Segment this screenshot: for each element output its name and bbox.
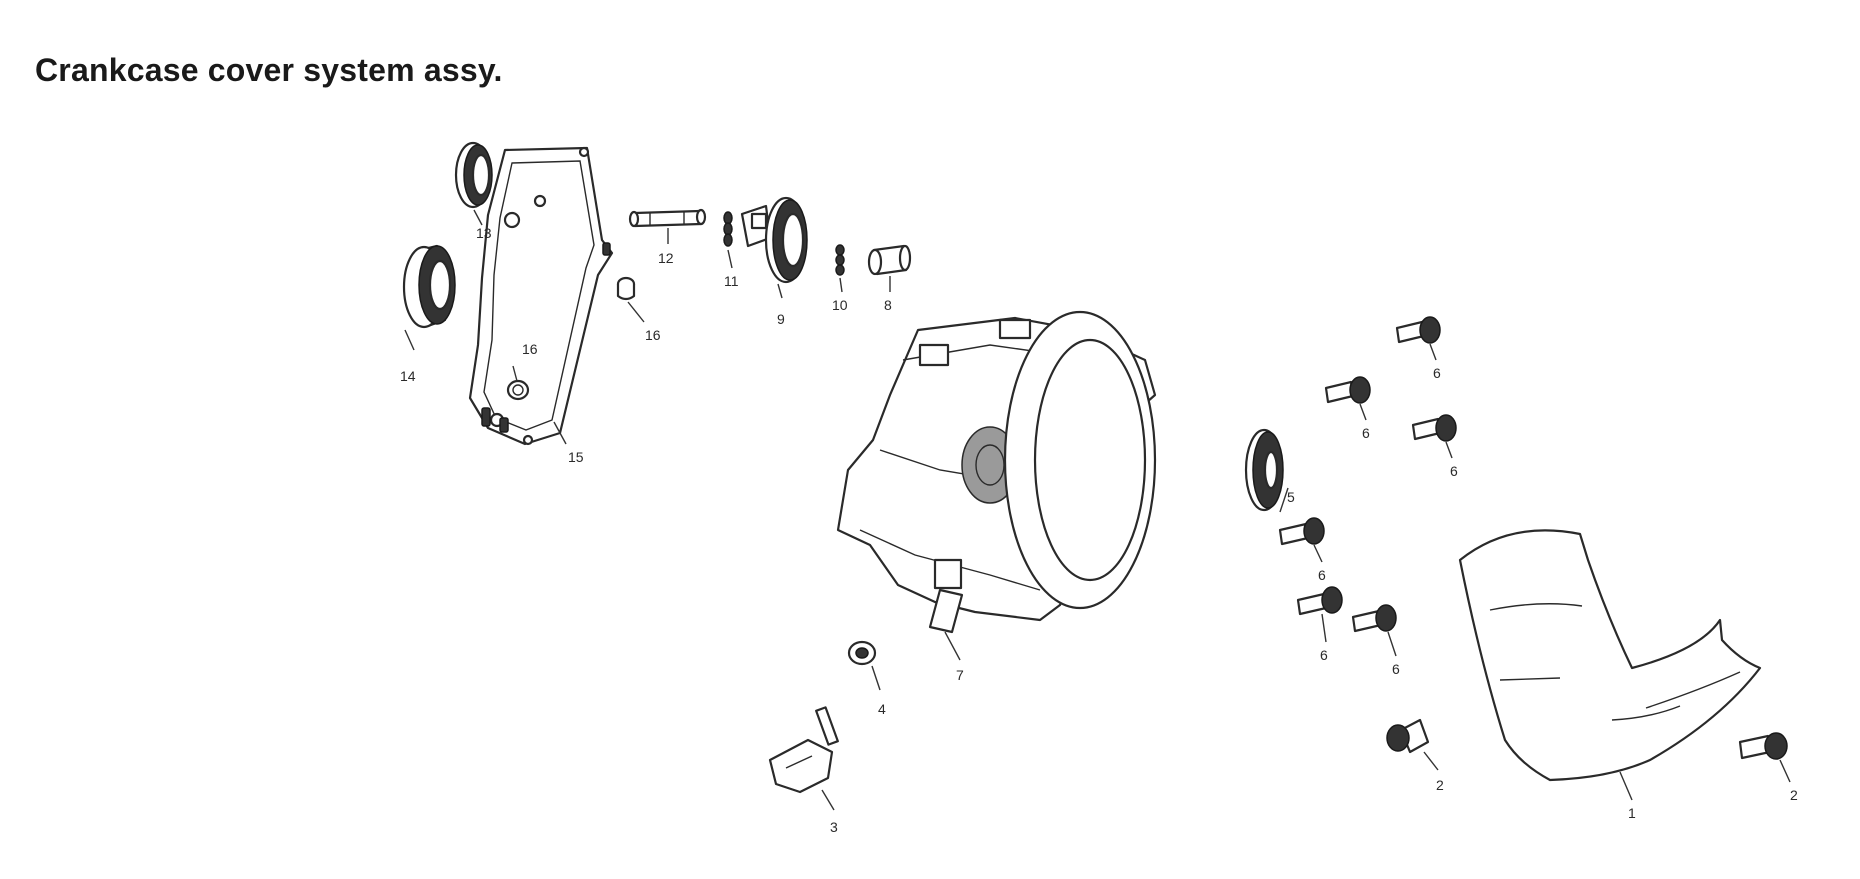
part-14-oil-seal [402,244,456,329]
part-13-oil-seal [454,141,493,209]
callout-6-right: 6 [1450,463,1458,479]
part-6-bolt [1351,604,1397,633]
part-7-crankcase-cover [836,310,1157,634]
part-1-cover-plate [1458,529,1762,782]
part-3-drain-bolt [768,706,839,794]
callout-10: 10 [832,297,848,313]
part-6-bolt [1296,586,1343,616]
part-15-gasket [468,146,614,446]
part-11-spring [723,211,733,247]
callout-11: 11 [724,273,739,289]
callout-16-pin-upper: 16 [645,327,661,343]
callout-5: 5 [1287,489,1295,505]
part-9-governor-gear [740,196,808,284]
callout-9: 9 [777,311,785,327]
part-6-bolt [1395,316,1441,344]
part-6-bolt [1324,376,1371,404]
callout-1: 1 [1628,805,1636,821]
part-6-bolt [1278,517,1325,546]
part-8-pin [867,244,912,276]
callout-2-left: 2 [1436,777,1444,793]
callout-6-middle: 6 [1318,567,1326,583]
callout-12: 12 [658,250,674,266]
callout-15: 15 [568,449,584,465]
callout-6-upper-right: 6 [1433,365,1441,381]
callout-16-pin-lower: 16 [522,341,538,357]
part-6-bolt [1411,414,1457,442]
part-4-washer [847,640,877,666]
callout-labels: 13 14 15 16 16 12 11 9 10 8 7 4 3 5 6 6 … [400,225,1798,835]
diagram-title: Crankcase cover system assy. [35,52,503,88]
callout-6-lower-left: 6 [1320,647,1328,663]
callout-2-right: 2 [1790,787,1798,803]
part-2-bolt [1738,732,1788,760]
callout-13: 13 [476,225,492,241]
part-5-gear [1244,428,1284,512]
callout-3: 3 [830,819,838,835]
callout-7: 7 [956,667,964,683]
part-10-spring [835,244,845,276]
callout-6-upper-left: 6 [1362,425,1370,441]
part-16-dowel-pins [506,276,636,401]
part-2-bolt [1386,718,1430,754]
callout-6-lower-right: 6 [1392,661,1400,677]
part-12-shaft [628,208,707,228]
callout-4: 4 [878,701,886,717]
leader-lines [404,209,1791,811]
callout-8: 8 [884,297,892,313]
callout-14: 14 [400,368,416,384]
